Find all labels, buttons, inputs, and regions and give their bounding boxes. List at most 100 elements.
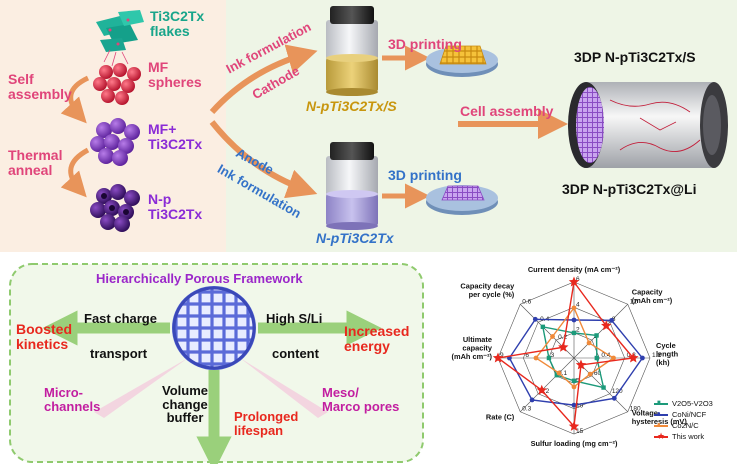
- cathode-ink-arrow: [209, 44, 318, 115]
- series-marker-circle: [611, 395, 617, 401]
- radar-tick-label: 15: [576, 428, 584, 435]
- series-marker-circle: [571, 305, 577, 311]
- increased-energy-label: Increased energy: [344, 323, 410, 354]
- radar-chart-svg: 24648120.40.81.260120180510150.10.20.336…: [452, 265, 688, 448]
- legend-swatch: ■: [654, 400, 668, 406]
- radar-tick-label: 0.1: [558, 370, 567, 377]
- series-marker-square: [571, 330, 577, 336]
- self-assembly-arrow: [60, 75, 90, 124]
- series-marker-circle: [611, 355, 616, 361]
- printing-top-label: 3D printing: [388, 36, 462, 52]
- fabrication-schematic: Ti3C2Tx flakes MF spheres Self assembly …: [0, 0, 737, 252]
- series-marker-star: [492, 352, 504, 363]
- radar-tick-label: 10: [576, 403, 584, 410]
- transport-label: transport: [90, 346, 148, 361]
- series-marker-circle: [640, 355, 645, 361]
- radar-axis-label: Current density (mA cm⁻²): [528, 265, 621, 274]
- radar-tick-label: 120: [612, 388, 623, 395]
- radar-chart: 24648120.40.81.260120180510150.10.20.336…: [432, 258, 732, 466]
- legend-entry: ● CoNi/NCF: [654, 409, 734, 420]
- legend-marker: ●: [657, 421, 661, 428]
- radar-tick-label: 12: [630, 298, 638, 305]
- radar-tick-label: 2: [576, 327, 580, 334]
- series-marker-circle: [550, 334, 555, 339]
- mf-spheres-label: MF spheres: [148, 59, 202, 90]
- series-marker-circle: [556, 370, 562, 376]
- printed-anode-disc: [426, 185, 498, 215]
- framework-panel: Hierarchically Porous Framework Boosted …: [8, 262, 425, 464]
- micro-wedge: [94, 358, 188, 418]
- radar-tick-label: 0.4: [601, 352, 610, 359]
- radar-tick-label: 180: [630, 406, 641, 413]
- radar-tick-label: 3: [551, 352, 555, 359]
- series-marker-square: [540, 324, 546, 330]
- radar-tick-label: 0.2: [558, 334, 567, 341]
- radar-tick-label: 0.6: [522, 298, 531, 305]
- legend-label: V2O5-V2O3: [672, 399, 713, 408]
- printing-bottom-label: 3D printing: [388, 167, 462, 183]
- legend-swatch: ●: [654, 411, 668, 417]
- series-marker-star: [568, 276, 580, 287]
- anode-ink-vial: [326, 142, 378, 230]
- series-marker-star: [536, 384, 547, 395]
- series-marker-circle: [532, 316, 538, 322]
- radar-spoke: [573, 304, 628, 359]
- series-marker-star: [601, 320, 612, 331]
- meso-wedge: [240, 358, 328, 418]
- anneal-arrow: [60, 147, 90, 198]
- legend-entry: ■ V2O5-V2O3: [654, 398, 734, 409]
- series-marker-circle: [571, 402, 577, 408]
- series-marker-star: [568, 420, 580, 431]
- ink-s-label: N-pTi3C2Tx/S: [306, 98, 397, 114]
- product-top-label: 3DP N-pTi3C2Tx/S: [574, 49, 696, 65]
- legend-swatch: ★: [654, 431, 668, 441]
- radar-tick-label: 0.3: [522, 406, 531, 413]
- radar-tick-label: 9: [500, 352, 504, 359]
- radar-tick-label: 6: [525, 352, 529, 359]
- meso-pores-label: Meso/ Marco pores: [322, 385, 400, 414]
- legend-entry: ● Co2N/C: [654, 420, 734, 431]
- content-label: content: [272, 346, 319, 361]
- flakes-formula: Ti3C2Tx: [150, 8, 205, 24]
- np-mxene-illustration: [90, 184, 140, 232]
- cathode-ink-vial: [326, 6, 378, 96]
- mf-spheres-illustration: [93, 63, 141, 105]
- legend-marker: ■: [657, 399, 661, 406]
- radar-axis-label: Rate (C): [486, 413, 515, 422]
- legend-swatch: ●: [654, 422, 668, 428]
- printed-cathode-disc: [426, 45, 498, 77]
- high-sli-label: High S/Li: [266, 311, 323, 326]
- legend-marker: ●: [657, 410, 661, 417]
- schematic-graphics: [0, 0, 737, 252]
- legend-entry: ★ This work: [654, 431, 734, 442]
- series-marker-circle: [529, 397, 535, 403]
- series-marker-star: [575, 359, 587, 370]
- thermal-anneal-label: Thermal anneal: [8, 147, 63, 178]
- framework-title: Hierarchically Porous Framework: [96, 271, 303, 286]
- legend-label: Co2N/C: [672, 421, 699, 430]
- prolonged-lifespan-label: Prolonged lifespan: [234, 409, 299, 438]
- series-marker-circle: [586, 340, 592, 346]
- legend-label: This work: [672, 432, 705, 441]
- series-marker-circle: [571, 317, 577, 323]
- framework-graphics: [9, 263, 424, 464]
- anode-ink-arrow: [209, 120, 318, 199]
- radar-spoke: [520, 357, 575, 412]
- series-marker-star: [558, 341, 569, 352]
- series-marker-square: [601, 385, 606, 390]
- series-marker-star: [628, 352, 639, 363]
- series-marker-circle: [587, 371, 593, 377]
- radar-tick-label: 4: [576, 301, 580, 308]
- micro-channels-label: Micro- channels: [44, 385, 101, 414]
- series-marker-square: [571, 378, 577, 383]
- radar-tick-label: 5: [576, 377, 580, 384]
- flakes-word: flakes: [150, 22, 190, 39]
- flakes-illustration: [96, 10, 144, 67]
- legend-label: CoNi/NCF: [672, 410, 707, 419]
- flakes-formula-label: Ti3C2Tx flakes: [150, 9, 204, 38]
- ink-plain-label: N-pTi3C2Tx: [316, 230, 394, 246]
